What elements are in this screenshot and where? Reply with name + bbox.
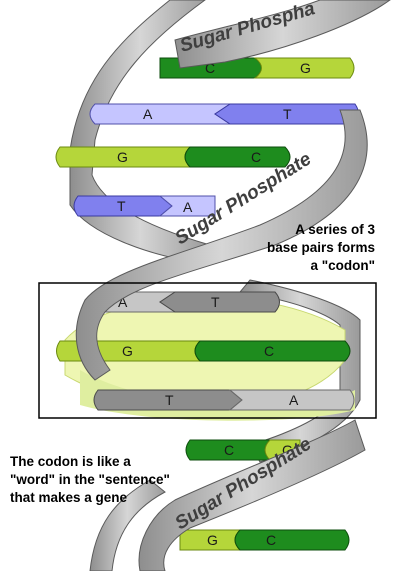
- front-strand-middle: [75, 109, 368, 381]
- base-block-right: [184, 146, 291, 168]
- base-pair-codon: T A: [93, 389, 355, 411]
- word-note: The codon is like a "word" in the "sente…: [10, 454, 170, 505]
- front-strand: [75, 0, 391, 571]
- base-pair: G C: [179, 529, 350, 551]
- base-label-left: G: [117, 149, 128, 165]
- base-label-left: G: [207, 532, 218, 548]
- codon-note-line: base pairs forms: [267, 240, 375, 255]
- base-pair: A T: [89, 103, 359, 125]
- word-note-line: "word" in the "sentence": [10, 472, 170, 487]
- base-label-right: A: [289, 392, 299, 408]
- base-block-right: [253, 57, 355, 79]
- base-label-left: T: [117, 198, 126, 214]
- word-note-line: that makes a gene: [10, 490, 128, 505]
- base-label-right: T: [283, 106, 292, 122]
- base-label-left: A: [143, 106, 153, 122]
- base-label-right: T: [211, 294, 220, 310]
- codon-note: A series of 3 base pairs forms a "codon": [267, 222, 376, 273]
- word-note-line: The codon is like a: [10, 454, 131, 469]
- base-pair: C G: [159, 57, 355, 79]
- base-block-right: [228, 389, 355, 411]
- base-label-right: A: [183, 199, 193, 215]
- codon-note-line: A series of 3: [295, 222, 375, 237]
- base-label-left: C: [205, 60, 215, 76]
- base-label-left: C: [224, 442, 234, 458]
- base-label-left: A: [118, 294, 128, 310]
- base-label-right: C: [266, 532, 276, 548]
- base-label-right: G: [282, 442, 293, 458]
- codon-box: [38, 282, 377, 419]
- base-label-left: T: [165, 392, 174, 408]
- base-label-left: G: [122, 343, 133, 359]
- back-strand-segment: [89, 479, 166, 571]
- base-pair: T A: [73, 195, 216, 217]
- base-label-right: G: [300, 60, 311, 76]
- base-block-right: [158, 195, 216, 217]
- base-block-right: [159, 291, 280, 313]
- front-strand-top: [174, 0, 391, 69]
- base-label-right: C: [251, 149, 261, 165]
- front-strand-bottom: [138, 419, 366, 571]
- codon-note-line: a "codon": [310, 258, 375, 273]
- base-pair: G C: [55, 146, 291, 168]
- base-block-right: [234, 529, 350, 551]
- base-label-right: C: [264, 343, 274, 359]
- base-block-right: [194, 340, 351, 362]
- base-block-left: [89, 103, 232, 125]
